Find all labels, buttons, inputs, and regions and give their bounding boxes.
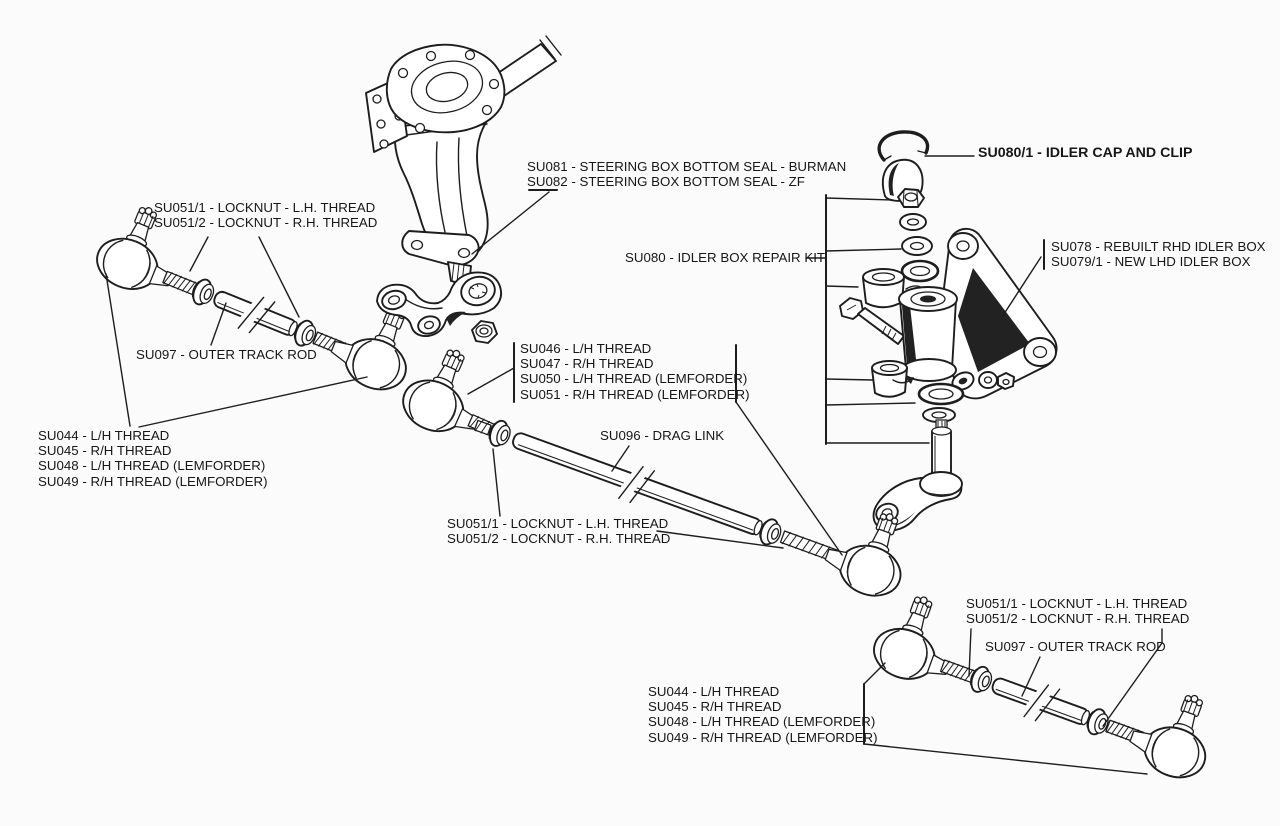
- idler-arm-drawing: [872, 419, 963, 532]
- label-track-rod-end-threads-left: SU044 - L/H THREAD SU045 - R/H THREAD SU…: [38, 428, 268, 489]
- label-line: SU079/1 - NEW LHD IDLER BOX: [1051, 254, 1251, 270]
- label-locknuts-bottom-right: SU051/1 - LOCKNUT - L.H. THREAD SU051/2 …: [966, 596, 1189, 626]
- label-idler-cap-and-clip: SU080/1 - IDLER CAP AND CLIP: [978, 145, 1193, 161]
- drag-link-front-end-drawing: [394, 337, 509, 448]
- label-line: SU049 - R/H THREAD (LEMFORDER): [38, 473, 268, 489]
- label-idler-box-repair-kit: SU080 - IDLER BOX REPAIR KIT: [625, 250, 825, 265]
- label-drag-link: SU096 - DRAG LINK: [600, 428, 724, 443]
- label-line: SU097 - OUTER TRACK ROD: [136, 347, 317, 362]
- label-line: SU049 - R/H THREAD (LEMFORDER): [648, 729, 878, 745]
- label-line: SU048 - L/H THREAD (LEMFORDER): [648, 714, 876, 730]
- label-line: SU047 - R/H THREAD: [520, 356, 654, 372]
- label-line: SU046 - L/H THREAD: [520, 341, 652, 356]
- idler-bushing-top-drawing: [862, 268, 928, 309]
- label-line: SU051/1 - LOCKNUT - L.H. THREAD: [966, 596, 1188, 611]
- idler-clip-drawing: [877, 130, 930, 162]
- label-line: SU051/2 - LOCKNUT - R.H. THREAD: [447, 531, 671, 547]
- outer-track-rod-right-drawing: [866, 585, 1226, 787]
- label-outer-track-rod-left: SU097 - OUTER TRACK ROD: [136, 347, 317, 362]
- idler-assembly-drawing: [839, 130, 1058, 532]
- idler-bracket-drawing: [938, 228, 1058, 400]
- label-idler-box: SU078 - REBUILT RHD IDLER BOX SU079/1 - …: [1051, 239, 1266, 269]
- leader-lines: [105, 155, 1163, 775]
- label-line: SU078 - REBUILT RHD IDLER BOX: [1051, 239, 1266, 254]
- label-line: SU044 - L/H THREAD: [648, 684, 780, 699]
- label-steering-box-seals: SU081 - STEERING BOX BOTTOM SEAL - BURMA…: [527, 159, 846, 189]
- label-line: SU082 - STEERING BOX BOTTOM SEAL - ZF: [527, 174, 805, 190]
- steering-box-drawing: [365, 35, 562, 295]
- label-line: SU080 - IDLER BOX REPAIR KIT: [625, 250, 826, 265]
- label-line: SU097 - OUTER TRACK ROD: [985, 639, 1166, 654]
- label-drag-link-end-threads: SU046 - L/H THREAD SU047 - R/H THREAD SU…: [520, 341, 750, 402]
- drag-link-drawing: [473, 417, 921, 605]
- label-line: SU045 - R/H THREAD: [648, 699, 782, 715]
- label-line: SU051/1 - LOCKNUT - L.H. THREAD: [154, 200, 376, 215]
- label-track-rod-end-threads-right: SU044 - L/H THREAD SU045 - R/H THREAD SU…: [648, 684, 878, 745]
- outer-track-rod-left-drawing: [88, 195, 429, 400]
- label-locknuts-middle: SU051/1 - LOCKNUT - L.H. THREAD SU051/2 …: [447, 516, 670, 546]
- label-line: SU044 - L/H THREAD: [38, 428, 170, 443]
- pitman-arm-drawing: [376, 271, 503, 344]
- idler-pillar-drawing: [898, 286, 958, 382]
- idler-bushing-bottom-drawing: [871, 360, 914, 398]
- label-line: SU096 - DRAG LINK: [600, 428, 725, 443]
- label-line: SU048 - L/H THREAD (LEMFORDER): [38, 458, 266, 474]
- label-line: SU050 - L/H THREAD (LEMFORDER): [520, 371, 748, 387]
- label-line: SU051/2 - LOCKNUT - R.H. THREAD: [966, 611, 1190, 627]
- label-line: SU051/2 - LOCKNUT - R.H. THREAD: [154, 215, 378, 231]
- pitman-arm-nut-drawing: [471, 320, 498, 344]
- label-line: SU081 - STEERING BOX BOTTOM SEAL - BURMA…: [527, 159, 847, 174]
- label-line: SU080/1 - IDLER CAP AND CLIP: [978, 145, 1193, 161]
- label-line: SU051 - R/H THREAD (LEMFORDER): [520, 386, 750, 402]
- label-line: SU051/1 - LOCKNUT - L.H. THREAD: [447, 516, 669, 531]
- label-line: SU045 - R/H THREAD: [38, 443, 172, 459]
- label-outer-track-rod-right: SU097 - OUTER TRACK ROD: [985, 639, 1166, 654]
- label-locknuts-top-left: SU051/1 - LOCKNUT - L.H. THREAD SU051/2 …: [154, 200, 377, 230]
